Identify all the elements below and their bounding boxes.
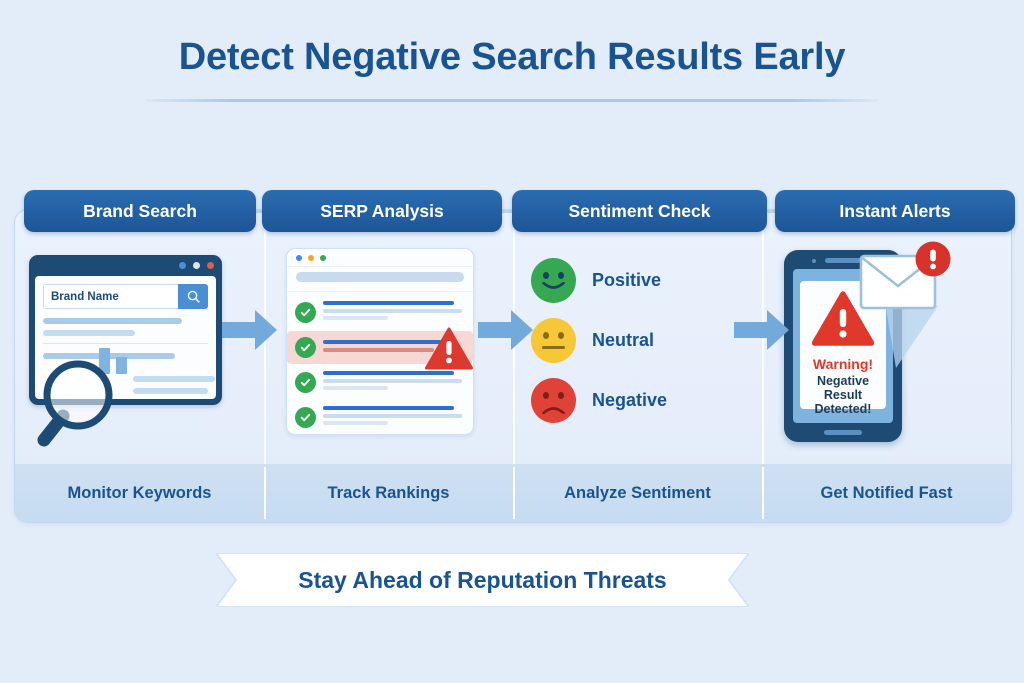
sentiment-label: Positive <box>592 269 662 290</box>
brand-search-row: Brand Name <box>43 284 208 309</box>
smiley-neutral-icon <box>531 317 576 363</box>
sentiment-label: Neutral <box>592 329 655 350</box>
browser-titlebar <box>29 255 222 276</box>
footer-cell: Track Rankings <box>264 464 513 522</box>
warning-triangle-icon <box>811 291 875 351</box>
envelope-notification <box>859 240 955 317</box>
serp-dot-orange-icon <box>308 255 314 261</box>
phone-speaker <box>825 258 861 263</box>
check-circle-icon <box>295 407 316 428</box>
sentiment-label: Negative <box>592 389 668 410</box>
step-header-brand-search[interactable]: Brand Search <box>24 190 256 232</box>
arrow-right-icon-1 <box>222 308 278 357</box>
step-header-instant-alerts[interactable]: Instant Alerts <box>775 190 1015 232</box>
sentiment-item-negative: Negative <box>531 370 667 430</box>
footer-cell: Monitor Keywords <box>15 464 264 522</box>
alert-message: Negative Result Detected! <box>800 374 886 416</box>
footer-cell: Analyze Sentiment <box>513 464 762 522</box>
check-circle-icon <box>295 337 316 358</box>
search-button[interactable] <box>178 284 208 309</box>
step-panels: Brand Name <box>15 210 1011 522</box>
envelope-icon <box>859 241 951 310</box>
process-board: Brand Name <box>14 209 1012 523</box>
smiley-sad-icon <box>531 377 576 423</box>
ribbon-label: Stay Ahead of Reputation Threats <box>298 566 667 593</box>
panel-sentiment-check: Positive Neutral <box>513 210 762 522</box>
serp-dot-green-icon <box>320 255 326 261</box>
step-header-serp-analysis[interactable]: SERP Analysis <box>262 190 502 232</box>
arrow-right-icon-2 <box>478 308 534 357</box>
browser-content: Brand Name <box>35 276 216 399</box>
window-dot-red-icon <box>207 262 214 269</box>
phone-home-indicator <box>824 430 862 435</box>
step-footer-strip: Monitor Keywords Track Rankings Analyze … <box>15 464 1011 522</box>
secondary-result-lines <box>133 376 215 399</box>
arrow-right-icon-3 <box>734 308 790 357</box>
ribbon-banner: Stay Ahead of Reputation Threats <box>216 553 749 607</box>
sentiment-item-positive: Positive <box>531 250 667 310</box>
serp-result-row <box>287 296 473 329</box>
panel-brand-search: Brand Name <box>15 210 264 522</box>
sentiment-item-neutral: Neutral <box>531 310 667 370</box>
smiley-happy-icon <box>531 257 576 303</box>
footer-label: Get Notified Fast <box>820 483 953 502</box>
panel-instant-alerts: Warning! Negative Result Detected! <box>762 210 1011 522</box>
magnifying-glass-icon <box>33 358 119 455</box>
sentiment-legend: Positive Neutral <box>531 250 667 430</box>
serp-result-row-flagged <box>287 327 473 370</box>
window-dot-blue-icon <box>179 262 186 269</box>
phone-camera-icon <box>812 258 816 263</box>
serp-titlebar <box>287 249 473 267</box>
check-circle-icon <box>295 372 316 393</box>
serp-url-bar <box>296 272 464 282</box>
browser-window-mockup: Brand Name <box>29 255 222 405</box>
serp-dot-blue-icon <box>296 255 302 261</box>
page-title: Detect Negative Search Results Early <box>178 36 846 78</box>
footer-label: Analyze Sentiment <box>564 483 711 502</box>
footer-cell: Get Notified Fast <box>762 464 1011 522</box>
serp-result-row <box>287 401 473 434</box>
step-header-sentiment-check[interactable]: Sentiment Check <box>512 190 767 232</box>
window-dot-gray-icon <box>193 262 200 269</box>
title-underline <box>146 99 878 102</box>
footer-label: Monitor Keywords <box>67 483 212 502</box>
alert-title: Warning! <box>812 356 874 372</box>
footer-label: Track Rankings <box>327 483 450 502</box>
search-icon <box>187 290 200 303</box>
serp-card-mockup <box>286 248 474 435</box>
warning-triangle-icon <box>425 327 473 375</box>
serp-result-row <box>287 366 473 399</box>
alert-message-line1: Negative Result <box>816 374 870 402</box>
serp-result-list <box>287 296 473 434</box>
serp-divider <box>287 291 473 292</box>
alert-message-line2: Detected! <box>814 402 872 416</box>
check-circle-icon <box>295 302 316 323</box>
brand-search-input[interactable]: Brand Name <box>43 284 178 309</box>
panel-serp-analysis <box>264 210 513 522</box>
